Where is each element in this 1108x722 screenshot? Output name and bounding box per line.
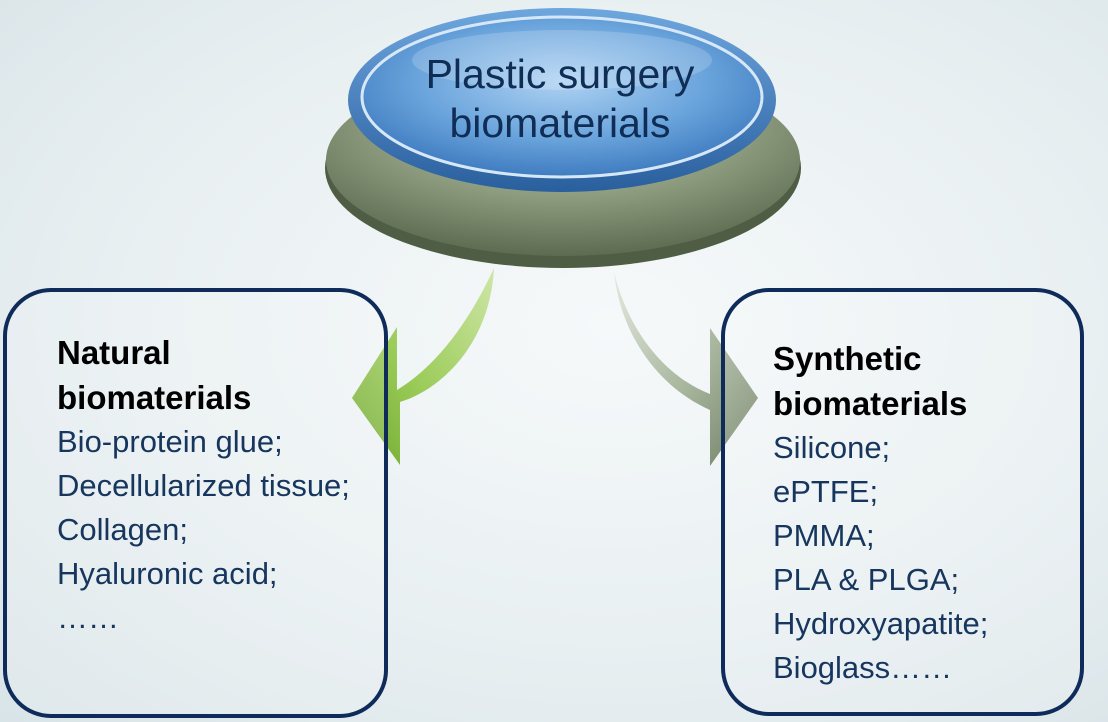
natural-heading-line1: Natural	[57, 334, 171, 371]
center-title: Plastic surgery biomaterials	[370, 50, 750, 148]
synthetic-heading: Synthetic biomaterials	[773, 336, 988, 426]
natural-biomaterials-content: Natural biomaterials Bio-protein glue; D…	[57, 330, 350, 640]
synthetic-biomaterials-box	[721, 288, 1084, 716]
list-item: PLA & PLGA;	[773, 562, 960, 597]
list-item: Silicone;	[773, 430, 891, 465]
natural-heading-line2: biomaterials	[57, 379, 252, 416]
synthetic-heading-line1: Synthetic	[773, 340, 922, 377]
natural-items-list: Bio-protein glue; Decellularized tissue;…	[57, 420, 350, 640]
synthetic-items-list: Silicone; ePTFE; PMMA; PLA & PLGA; Hydro…	[773, 426, 988, 690]
list-item: Bioglass……	[773, 650, 953, 685]
natural-heading: Natural biomaterials	[57, 330, 350, 420]
synthetic-biomaterials-content: Synthetic biomaterials Silicone; ePTFE; …	[773, 336, 988, 690]
list-item: Hydroxyapatite;	[773, 606, 989, 641]
list-item: ePTFE;	[773, 474, 879, 509]
list-item: Hyaluronic acid;	[57, 556, 278, 591]
synthetic-heading-line2: biomaterials	[773, 385, 968, 422]
list-item: PMMA;	[773, 518, 875, 553]
list-item: Decellularized tissue;	[57, 468, 350, 503]
center-title-line2: biomaterials	[449, 100, 671, 147]
natural-biomaterials-box	[3, 288, 388, 718]
list-item: ……	[57, 600, 119, 635]
center-title-line1: Plastic surgery	[425, 51, 695, 97]
center-ellipse-face	[360, 15, 764, 179]
list-item: Collagen;	[57, 512, 188, 547]
list-item: Bio-protein glue;	[57, 424, 283, 459]
center-ellipse-highlight	[412, 30, 712, 90]
